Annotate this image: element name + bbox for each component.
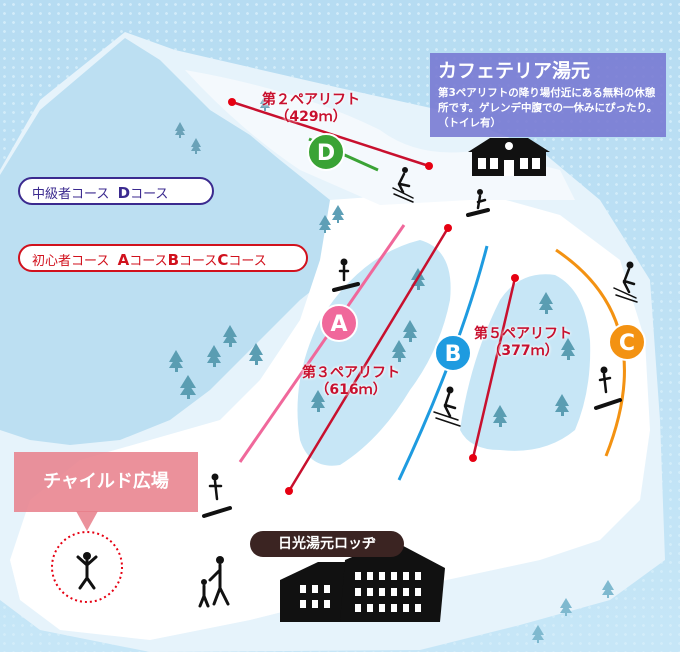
legend-intermediate-letter: D bbox=[117, 184, 131, 202]
tree-icon bbox=[602, 580, 614, 598]
course-d-letter: D bbox=[317, 141, 335, 166]
legend-beginner-letter-c: C bbox=[217, 251, 229, 269]
tree-icon bbox=[539, 292, 553, 314]
tree-icon bbox=[532, 625, 544, 643]
cafeteria-building-icon bbox=[468, 138, 550, 176]
lift-3-name: 第３ペアリフト bbox=[302, 365, 400, 381]
course-c-letter: C bbox=[619, 331, 635, 356]
tree-icon bbox=[169, 350, 183, 372]
legend-intermediate-suffix: コース bbox=[130, 187, 169, 202]
tree-icon bbox=[561, 338, 575, 360]
lift-3-length: （616ｍ） bbox=[315, 382, 387, 398]
lift-2-name: 第２ペアリフト bbox=[262, 92, 360, 108]
lodge-label: 日光湯元ロッヂ bbox=[250, 531, 404, 557]
lift-3 bbox=[285, 224, 452, 495]
forest-island-left bbox=[297, 240, 451, 466]
tree-icon bbox=[175, 122, 185, 138]
tree-icon bbox=[332, 205, 344, 223]
cafeteria-title: カフェテリア湯元 bbox=[438, 60, 591, 82]
lift-2-length: （429ｍ） bbox=[275, 109, 347, 125]
kids-area-label: チャイルド広場 bbox=[43, 471, 169, 492]
legend-beginner: 初心者コース AコースBコースCコース bbox=[18, 244, 308, 272]
course-a-marker: A bbox=[320, 304, 358, 342]
tree-icon bbox=[311, 390, 325, 412]
tree-icon bbox=[493, 405, 507, 427]
kids-area-callout-pointer bbox=[76, 511, 98, 531]
snowboarder-icon bbox=[332, 258, 360, 292]
snowboarder-icon bbox=[594, 366, 622, 410]
lift-5 bbox=[469, 274, 519, 462]
tree-icon bbox=[207, 345, 221, 367]
course-c-marker: C bbox=[608, 323, 646, 361]
legend-beginner-suffix-c: コース bbox=[228, 254, 267, 269]
course-d-marker: D bbox=[307, 133, 345, 171]
cafeteria-info-box: カフェテリア湯元 第3ペアリフトの降り場付近にある無料の休憩所です。ゲレンデ中腹… bbox=[430, 53, 666, 137]
tree-icon bbox=[260, 95, 270, 111]
course-b-letter: B bbox=[445, 342, 462, 367]
lift-2-label: 第２ペアリフト （429ｍ） bbox=[262, 92, 360, 126]
course-b-marker: B bbox=[434, 334, 472, 372]
trees bbox=[169, 95, 614, 643]
lift-3-label: 第３ペアリフト （616ｍ） bbox=[302, 365, 400, 399]
kids-area-label-box: チャイルド広場 bbox=[14, 452, 198, 512]
lodge-building-icon bbox=[280, 540, 445, 622]
skier-icon bbox=[613, 261, 638, 303]
tree-icon bbox=[319, 215, 331, 233]
tree-icon bbox=[560, 598, 572, 616]
legend-beginner-label: 初心者コース bbox=[32, 254, 110, 269]
kids-area-ring bbox=[51, 531, 123, 603]
course-a-letter: A bbox=[330, 312, 347, 337]
tree-icon bbox=[191, 138, 201, 154]
legend-intermediate: 中級者コース Dコース bbox=[18, 177, 214, 205]
lift-5-length: （377ｍ） bbox=[487, 343, 559, 359]
lift-5-label: 第５ペアリフト （377ｍ） bbox=[474, 326, 572, 360]
tree-icon bbox=[223, 325, 237, 347]
mountain-snowcap bbox=[0, 38, 370, 445]
snowboarder-icon bbox=[202, 473, 232, 518]
tree-icon bbox=[249, 343, 263, 365]
cafeteria-description: 第3ペアリフトの降り場付近にある無料の休憩所です。ゲレンデ中腹での一休みにぴった… bbox=[438, 87, 658, 129]
tree-icon bbox=[555, 394, 569, 416]
snowboarder-icon bbox=[466, 189, 490, 217]
legend-beginner-suffix-a: コース bbox=[129, 254, 168, 269]
lift-5-name: 第５ペアリフト bbox=[474, 326, 572, 342]
skier-icon bbox=[392, 167, 414, 203]
tree-icon bbox=[392, 340, 406, 362]
course-a-line bbox=[238, 224, 406, 463]
walking-family-icon bbox=[198, 556, 230, 608]
legend-beginner-suffix-b: コース bbox=[179, 254, 218, 269]
tree-icon bbox=[403, 320, 417, 342]
forest-island-right bbox=[460, 274, 591, 451]
tree-icon bbox=[180, 375, 196, 399]
skier-icon bbox=[433, 386, 461, 427]
legend-intermediate-label: 中級者コース bbox=[32, 187, 110, 202]
legend-beginner-letter-b: B bbox=[167, 251, 180, 269]
legend-beginner-letter-a: A bbox=[117, 251, 130, 269]
